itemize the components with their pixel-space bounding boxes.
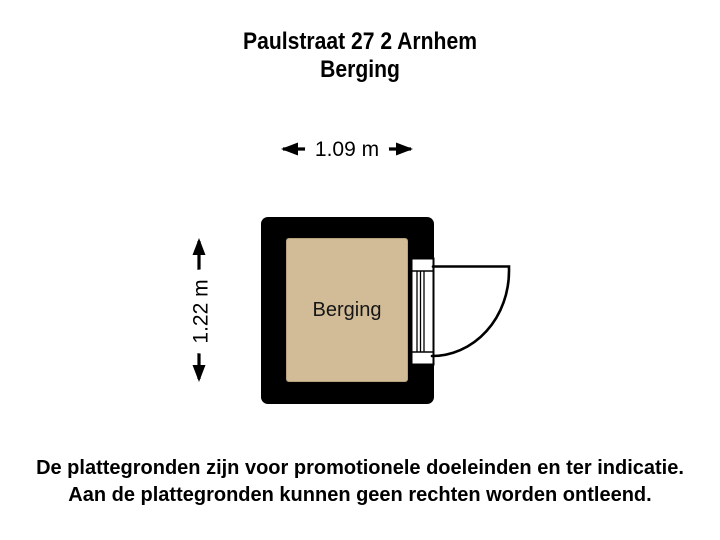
plan-title-room: Berging: [320, 56, 400, 83]
width-dimension-label: 1.09 m: [305, 136, 389, 163]
disclaimer: De plattegronden zijn voor promotionele …: [0, 455, 720, 509]
plan-title-address: Paulstraat 27 2 Arnhem: [243, 28, 477, 55]
arrow-right-icon: [396, 142, 413, 156]
arrow-left-icon: [281, 142, 298, 156]
room-name-label: Berging: [312, 298, 382, 321]
arrow-down-icon: [192, 365, 206, 382]
arrow-up-icon: [192, 238, 206, 255]
height-dimension-label: 1.22 m: [187, 269, 215, 354]
disclaimer-line-1: De plattegronden zijn voor promotionele …: [36, 457, 684, 479]
disclaimer-line-2: Aan de plattegronden kunnen geen rechten…: [68, 484, 652, 506]
room-floor: [286, 238, 408, 382]
door-swing-arc: [430, 265, 511, 358]
plan-header: Paulstraat 27 2 Arnhem Berging: [0, 28, 720, 84]
